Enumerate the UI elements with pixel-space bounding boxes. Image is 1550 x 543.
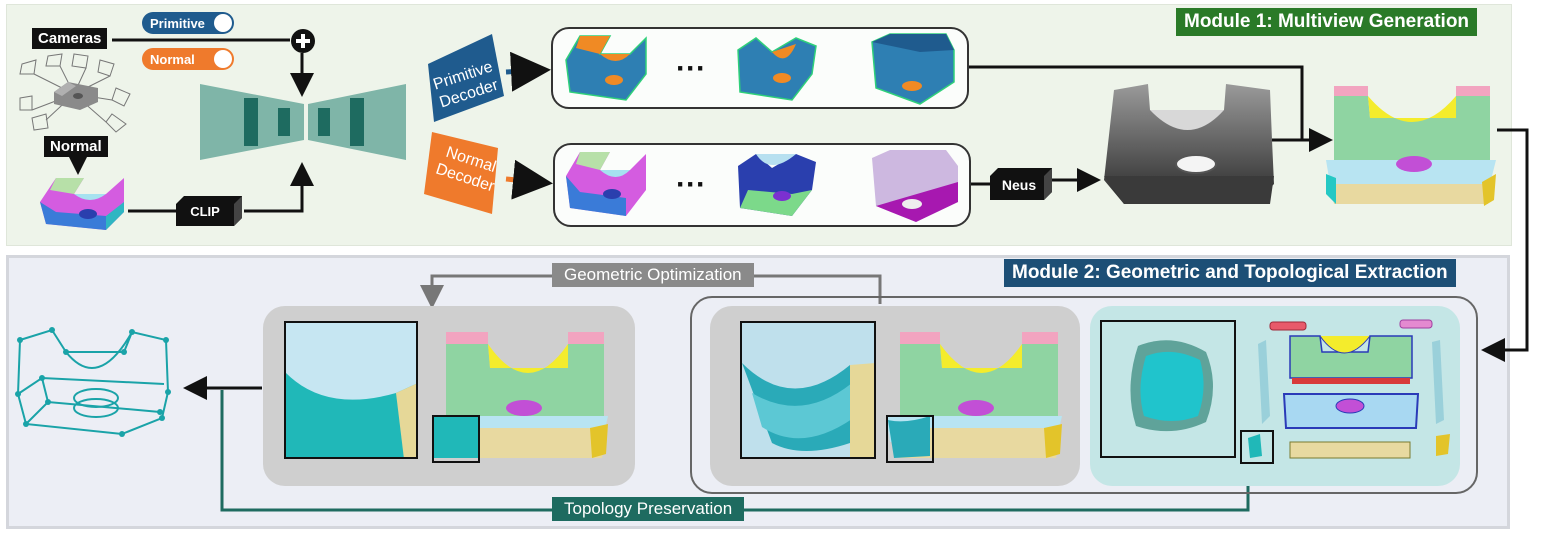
clip-encoder-box xyxy=(176,196,242,226)
normal-ellipsis: ··· xyxy=(676,168,706,201)
normal-toggle-label: Normal xyxy=(150,51,195,67)
initial-zoom-shape xyxy=(742,323,874,457)
module2-title: Module 2: Geometric and Topological Extr… xyxy=(1004,259,1456,287)
normal-label: Normal xyxy=(44,136,108,157)
primitive-decoder-shape xyxy=(428,34,504,122)
extraction-group xyxy=(690,296,1478,494)
colored-primitive-model xyxy=(1326,86,1496,206)
module1-title: Module 1: Multiview Generation xyxy=(1176,8,1478,36)
primitives-zoom-shape xyxy=(1102,322,1234,456)
normal-toggle[interactable]: Normal xyxy=(142,48,234,70)
normal-view-2 xyxy=(738,154,816,216)
initial-model xyxy=(886,332,1062,458)
primitive-view-1 xyxy=(565,35,647,101)
toggle-knob xyxy=(214,50,232,68)
primitive-ellipsis: ··· xyxy=(676,52,706,85)
normal-map-object xyxy=(40,178,124,230)
clip-label: CLIP xyxy=(190,204,220,219)
primitives-zoom-view xyxy=(1100,320,1236,458)
normal-view-1 xyxy=(566,152,646,216)
normal-view-3 xyxy=(872,150,958,222)
normal-decoder-shape xyxy=(424,132,498,214)
normal-views: ··· xyxy=(566,150,958,222)
camera-rig-illustration xyxy=(19,53,131,133)
unet-model xyxy=(200,84,406,160)
cameras-label: Cameras xyxy=(32,28,108,49)
reconstructed-mesh xyxy=(1104,84,1274,204)
primitives-zoom-indicator xyxy=(1240,430,1274,464)
neus-box xyxy=(990,168,1052,200)
topology-preservation-label: Topology Preservation xyxy=(552,497,745,521)
primitive-toggle-label: Primitive xyxy=(150,15,205,31)
wireframe-output xyxy=(15,327,171,437)
optimized-zoom-shape xyxy=(286,323,416,457)
initial-zoom-view xyxy=(740,321,876,459)
geometric-optimization-label: Geometric Optimization xyxy=(552,263,754,287)
toggle-knob xyxy=(214,14,232,32)
primitive-toggle[interactable]: Primitive xyxy=(142,12,234,34)
optimized-model xyxy=(432,332,608,458)
primitive-view-3 xyxy=(871,33,955,105)
initial-zoom-indicator xyxy=(886,415,934,463)
optimized-zoom-view xyxy=(284,321,418,459)
decomposed-primitives xyxy=(1248,319,1450,459)
primitive-views: ··· xyxy=(565,33,955,105)
optimized-zoom-indicator xyxy=(432,415,480,463)
primitive-view-2 xyxy=(737,37,817,101)
neus-label: Neus xyxy=(1001,177,1037,193)
plus-icon xyxy=(291,29,315,53)
